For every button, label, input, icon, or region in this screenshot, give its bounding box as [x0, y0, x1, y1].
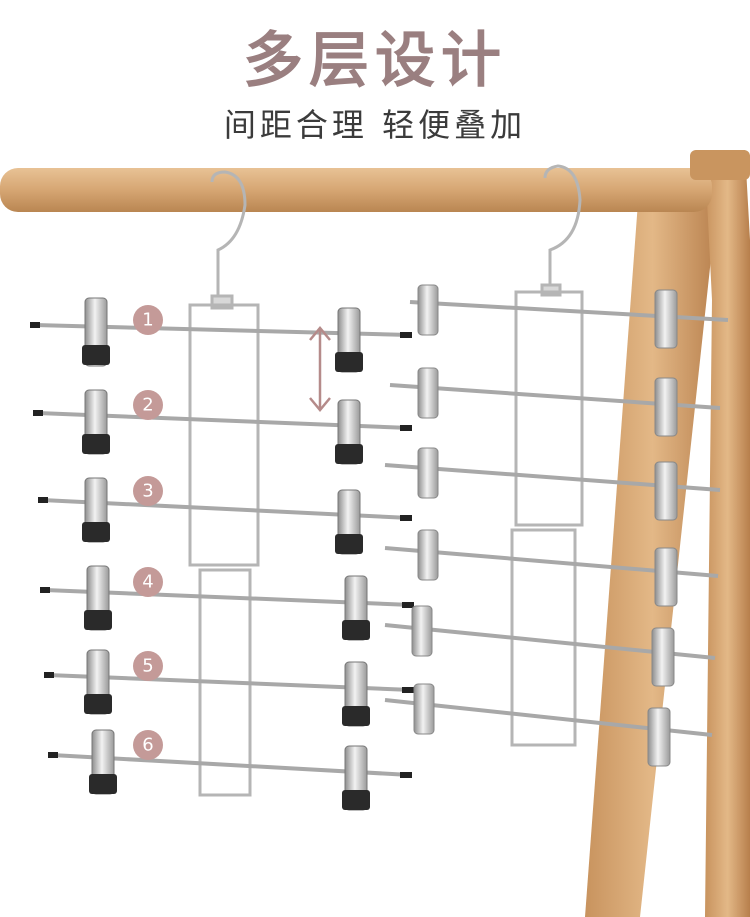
badge-4-label: 4	[142, 572, 153, 593]
badge-1-label: 1	[142, 310, 153, 331]
badge-5: 5	[133, 651, 163, 681]
badge-4: 4	[133, 567, 163, 597]
right-hanger-bars	[384, 284, 729, 767]
badge-3: 3	[133, 476, 163, 506]
badge-2-label: 2	[142, 395, 153, 416]
badge-3-label: 3	[142, 481, 153, 502]
headline: 多层设计	[243, 26, 507, 96]
badge-5-label: 5	[142, 656, 153, 677]
right-hanger	[510, 164, 584, 747]
badge-6-label: 6	[142, 735, 153, 756]
left-hanger	[188, 170, 260, 797]
wooden-stand	[0, 150, 750, 917]
badge-6: 6	[133, 730, 163, 760]
layer-badges: 1 2 3 4 5 6	[133, 305, 163, 760]
subheadline: 间距合理 轻便叠加	[223, 106, 527, 144]
left-hanger-bars	[30, 297, 414, 811]
badge-2: 2	[133, 390, 163, 420]
badge-1: 1	[133, 305, 163, 335]
spacing-arrow-icon	[309, 326, 331, 412]
